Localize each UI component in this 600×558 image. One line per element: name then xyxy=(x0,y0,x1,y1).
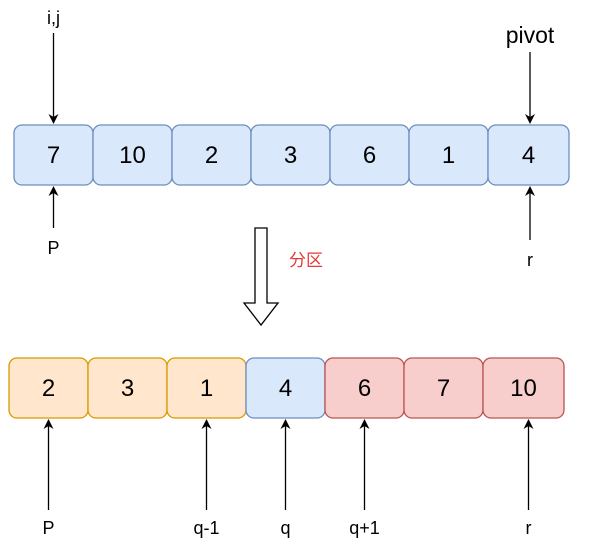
bottom-cell-value: 6 xyxy=(358,375,371,402)
partition-arrow-icon xyxy=(242,227,280,327)
top-cell-1: 10 xyxy=(92,124,173,186)
bottom-cell-6: 10 xyxy=(482,357,565,419)
label-q-plus-1: q+1 xyxy=(349,518,380,538)
label-q-minus-1: q-1 xyxy=(193,518,219,538)
label-p-top: P xyxy=(47,238,59,258)
bottom-cell-value: 4 xyxy=(279,375,292,402)
top-cell-box xyxy=(487,124,570,186)
top-cell-value: 2 xyxy=(205,142,218,169)
top-cell-5: 1 xyxy=(408,124,489,186)
bottom-cell-5: 7 xyxy=(403,357,484,419)
top-cell-6: 4 xyxy=(487,124,570,186)
top-cell-value: 4 xyxy=(522,142,535,169)
partition-label: 分区 xyxy=(289,251,323,271)
top-cell-4: 6 xyxy=(329,124,410,186)
bottom-cell-box xyxy=(482,357,565,419)
top-cell-2: 2 xyxy=(171,124,252,186)
bottom-array: 2 3 1 4 6 7 10 xyxy=(8,357,565,419)
label-p-bottom: P xyxy=(42,518,54,538)
top-cell-0: 7 xyxy=(13,124,94,186)
top-cell-value: 7 xyxy=(47,142,60,169)
bottom-cell-2: 1 xyxy=(166,357,247,419)
bottom-cell-0: 2 xyxy=(8,357,89,419)
label-i-j: i,j xyxy=(47,8,60,28)
bottom-cell-value: 7 xyxy=(437,375,450,402)
top-cell-value: 6 xyxy=(363,142,376,169)
bottom-cell-value: 10 xyxy=(510,375,537,402)
label-r-bottom: r xyxy=(526,518,532,538)
bottom-cell-value: 3 xyxy=(121,375,134,402)
label-pivot: pivot xyxy=(506,22,555,48)
top-array: 7 10 2 3 6 1 4 xyxy=(13,124,570,186)
bottom-cell-3: 4 xyxy=(245,357,326,419)
top-cell-value: 10 xyxy=(119,142,146,169)
bottom-cell-4: 6 xyxy=(324,357,405,419)
top-cell-3: 3 xyxy=(250,124,331,186)
bottom-cell-value: 2 xyxy=(42,375,55,402)
bottom-cell-value: 1 xyxy=(200,375,213,402)
label-r-top: r xyxy=(527,250,533,270)
bottom-cell-1: 3 xyxy=(87,357,168,419)
label-q: q xyxy=(280,518,290,538)
top-cell-value: 3 xyxy=(284,142,297,169)
top-cell-value: 1 xyxy=(442,142,455,169)
